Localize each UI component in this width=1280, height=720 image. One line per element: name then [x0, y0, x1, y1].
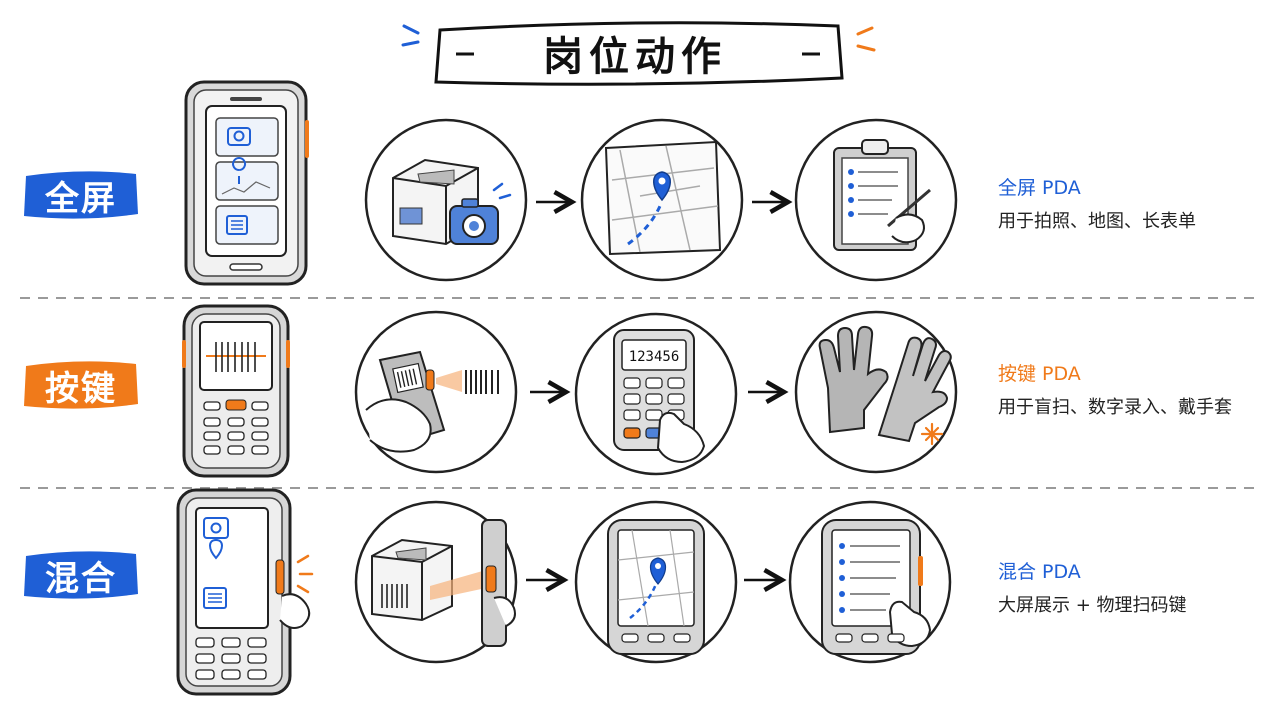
hand-scan-barcode-icon	[354, 310, 518, 474]
label-title: 按键 PDA	[998, 363, 1081, 385]
title-frame	[434, 21, 844, 86]
badge-label: 混合	[45, 558, 117, 599]
label-full-screen: 全屏 PDA 用于拍照、地图、长表单	[998, 176, 1196, 234]
title-box: 岗位动作	[430, 18, 840, 88]
numeric-keypad-icon	[574, 312, 738, 476]
label-title: 全屏 PDA	[998, 177, 1081, 199]
label-description: 用于拍照、地图、长表单	[998, 211, 1196, 232]
pda-map-icon	[574, 500, 738, 664]
badge-label: 全屏	[45, 178, 117, 219]
badge-keypad: 按键	[22, 358, 140, 412]
gloves-icon	[794, 310, 958, 474]
page-title: 岗位动作	[543, 34, 727, 80]
box-camera-icon	[364, 118, 528, 282]
label-hybrid: 混合 PDA 大屏展示 + 物理扫码键	[998, 560, 1187, 618]
keypad-pda-icon	[182, 304, 290, 478]
pda-checklist-icon	[788, 500, 952, 664]
title-sparks-right	[856, 26, 876, 52]
label-description: 用于盲扫、数字录入、戴手套	[998, 397, 1232, 418]
full-screen-pda-icon	[184, 80, 309, 286]
badge-label: 按键	[45, 368, 117, 409]
map-route-icon	[580, 118, 744, 282]
flow-arrows	[526, 190, 793, 592]
box-side-scan-icon	[354, 500, 518, 664]
label-title: 混合 PDA	[998, 561, 1081, 583]
keypad-display-text: 123456	[629, 349, 680, 365]
badge-hybrid: 混合	[22, 548, 140, 602]
label-keypad: 按键 PDA 用于盲扫、数字录入、戴手套	[998, 362, 1232, 420]
hybrid-pda-icon	[176, 488, 314, 696]
label-description: 大屏展示 + 物理扫码键	[998, 595, 1187, 616]
clipboard-form-icon	[794, 118, 958, 282]
badge-full-screen: 全屏	[22, 168, 140, 222]
title-sparks-left	[401, 24, 420, 47]
